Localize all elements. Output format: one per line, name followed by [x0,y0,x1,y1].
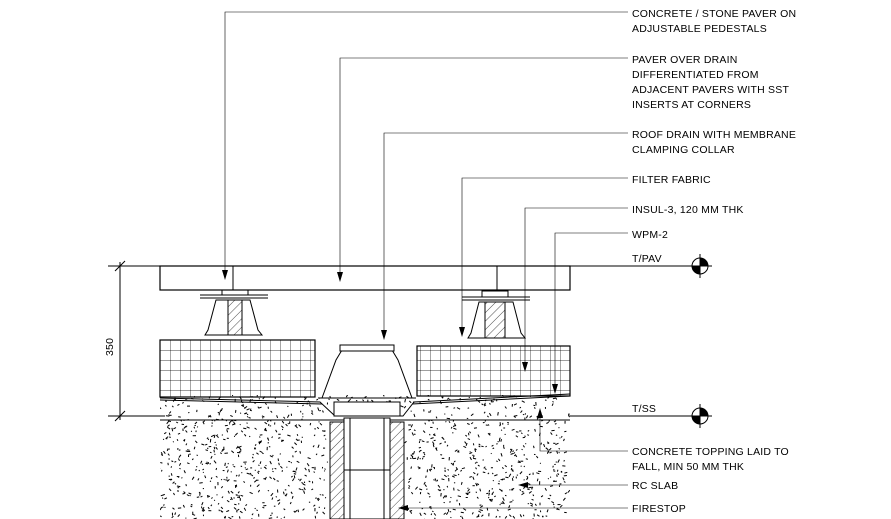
label-roof-drain-1: ROOF DRAIN WITH MEMBRANE [632,129,796,141]
leader-topping [539,410,628,452]
label-insul: INSUL-3, 120 MM THK [632,204,744,216]
leader-roof-drain [383,132,628,338]
dimension-value: 350 [104,338,116,356]
label-drain-paver-2: DIFFERENTIATED FROM [632,69,759,81]
label-topping-2: FALL, MIN 50 MM THK [632,461,744,473]
label-drain-paver-1: PAVER OVER DRAIN [632,54,738,66]
label-wpm: WPM-2 [632,229,668,241]
paver-layer [159,265,571,291]
insulation-left [159,339,316,398]
label-drain-paver-4: INSERTS AT CORNERS [632,99,751,111]
leader-wpm [554,232,628,392]
label-paver-2: ADJUSTABLE PEDESTALS [632,23,767,35]
section-drawing [108,254,712,519]
height-dimension [108,260,165,422]
label-firestop: FIRESTOP [632,503,686,515]
label-roof-drain-2: CLAMPING COLLAR [632,144,735,156]
leader-drain-paver [339,57,628,280]
level-label-bottom: T/SS [632,403,656,415]
level-label-top: T/PAV [632,253,662,265]
leader-filter [461,177,628,335]
label-filter: FILTER FABRIC [632,174,711,186]
insulation-right [416,345,571,397]
level-symbol-top [688,254,712,278]
annotation-labels: CONCRETE / STONE PAVER ON ADJUSTABLE PED… [104,8,796,515]
pedestal-left [200,289,268,336]
pedestal-right [462,290,530,339]
leader-insul [524,207,628,370]
label-slab: RC SLAB [632,480,678,492]
label-topping-1: CONCRETE TOPPING LAID TO [632,446,789,458]
level-symbol-bottom [688,404,712,428]
label-paver-1: CONCRETE / STONE PAVER ON [632,8,796,20]
leader-paver [224,11,628,278]
rc-slab [160,419,570,519]
label-drain-paver-3: ADJACENT PAVERS WITH SST [632,84,789,96]
roof-drain [318,344,416,519]
leader-lines [222,11,628,511]
